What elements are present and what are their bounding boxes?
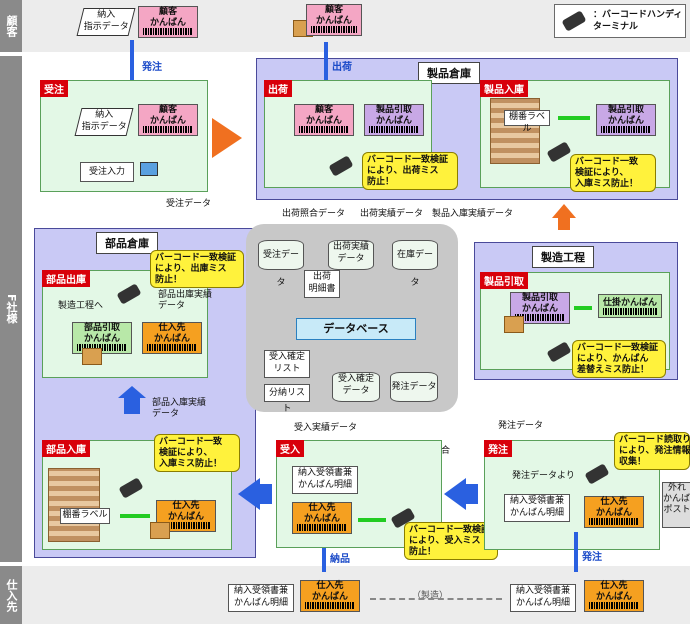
match-arrow xyxy=(120,514,150,518)
purchasing-supplier-kanban: 仕入先 かんばん xyxy=(584,496,644,528)
order-kanban: 顧客 かんばん xyxy=(138,104,198,136)
flow-arrow-blue-stem xyxy=(464,484,478,504)
barcode-terminal-icon xyxy=(561,10,587,32)
order-input: 受注入力 xyxy=(80,162,134,182)
supplier-kanban-right: 仕入先 かんばん xyxy=(584,580,644,612)
parts-inbound-data-label: 部品入庫実績 データ xyxy=(152,398,207,419)
order-data-label: 受注データ xyxy=(166,199,212,209)
sort-list: 分納リスト xyxy=(264,384,310,414)
delivery-arrow xyxy=(322,548,326,572)
order-arrow-label: 発注 xyxy=(142,62,162,73)
receiving-tag: 受入 xyxy=(276,440,304,457)
up-arrow-orange xyxy=(552,204,576,218)
parts-outbound-data-label: 部品出庫実績 データ xyxy=(158,290,213,311)
shipping-customer-kanban: 顧客 かんばん xyxy=(294,104,354,136)
database-title: データベース xyxy=(296,318,416,340)
purchasing-note: バーコード読取り により、発注情報 収集！ xyxy=(614,432,690,470)
flow-product-in: 製品入庫実績データ xyxy=(432,209,514,219)
package-icon xyxy=(504,316,524,333)
purchase-db: 発注データ xyxy=(390,372,438,402)
band-label-customer: 顧客 xyxy=(0,0,22,52)
parts-shelf-label: 棚番ラベル xyxy=(60,508,110,524)
flow-arrow-blue-stem xyxy=(258,484,272,504)
purchasing-from-data: 発注データより xyxy=(512,471,575,481)
legend: ：バーコードハンディ ターミナル xyxy=(554,4,686,38)
order-arrow xyxy=(130,40,134,84)
parts-inbound-note: バーコード一致 検証により、 入庫ミス防止！ xyxy=(154,434,240,472)
purchasing-tag: 発注 xyxy=(484,440,512,457)
ship-arrow-label: 出荷 xyxy=(332,62,352,73)
customer-kanban-top: 顧客 かんばん xyxy=(138,6,198,38)
up-arrow-orange-stem xyxy=(558,218,570,230)
parts-warehouse-title: 部品倉庫 xyxy=(96,232,158,254)
manufacture-label: （製造） xyxy=(412,591,449,601)
supplier-doc-right: 納入受領書兼 かんばん明細 xyxy=(510,584,576,612)
band-label-supplier: 仕入先 xyxy=(0,566,22,624)
receiving-supplier-kanban: 仕入先 かんばん xyxy=(292,502,352,534)
flow-purchase-data: 発注データ xyxy=(498,421,544,431)
shelf-image xyxy=(490,98,540,164)
band-label-company: F社様 xyxy=(0,56,22,562)
package-icon xyxy=(82,348,102,365)
ship-arrow xyxy=(324,42,328,82)
parts-outbound-supplier-kanban: 仕入先 かんばん xyxy=(142,322,202,354)
ship-detail: 出荷 明細書 xyxy=(304,270,340,298)
shipping-pick-kanban: 製品引取 かんばん xyxy=(364,104,424,136)
manufacture-arrow xyxy=(370,598,502,600)
parts-inbound-tag: 部品入庫 xyxy=(42,440,90,457)
match-arrow xyxy=(558,116,590,120)
flow-receipt-result: 受入実績データ xyxy=(294,423,358,433)
match-arrow xyxy=(358,518,386,522)
customer-order-data: 納入 指示データ xyxy=(76,8,136,36)
manufacturing-title: 製造工程 xyxy=(532,246,594,268)
product-receive-note: バーコード一致 検証により、 入庫ミス防止！ xyxy=(570,154,656,192)
shipping-tag: 出荷 xyxy=(264,80,292,97)
ship-db: 出荷実績 データ xyxy=(328,240,374,270)
parts-outbound-tag: 部品出庫 xyxy=(42,270,90,287)
product-receive-tag: 製品入庫 xyxy=(480,80,528,97)
order2-arrow xyxy=(574,532,578,572)
parts-outbound-note: バーコード一致検証 により、出庫ミス 防止！ xyxy=(150,250,244,288)
order-db: 受注データ xyxy=(258,240,304,288)
supplier-kanban-left: 仕入先 かんばん xyxy=(300,580,360,612)
up-arrow-blue-stem xyxy=(124,398,140,414)
product-receive-pick-kanban: 製品引取 かんばん xyxy=(596,104,656,136)
receiving-doc: 納入受領書兼 かんばん明細 xyxy=(292,466,358,494)
up-arrow-blue xyxy=(118,386,146,398)
kanban-post: 外れ かんばん ポスト xyxy=(662,482,690,528)
shipping-note: バーコード一致検証 により、出荷ミス 防止！ xyxy=(362,152,458,190)
order-receive-tag: 受注 xyxy=(40,80,68,97)
legend-text: ：バーコードハンディ ターミナル xyxy=(593,10,683,32)
customer-kanban-ship: 顧客 かんばん xyxy=(306,4,362,36)
to-manufacturing-label: 製造工程へ xyxy=(58,301,104,311)
receipt-db: 受入確定 データ xyxy=(332,372,380,402)
product-shelf-label: 棚番ラベル xyxy=(504,110,550,134)
purchasing-doc: 納入受領書兼 かんばん明細 xyxy=(504,494,570,522)
manufacturing-note: バーコード一致検証 により、かんばん 差替えミス防止！ xyxy=(572,340,666,378)
pc-icon xyxy=(140,162,158,176)
manufacturing-tag: 製品引取 xyxy=(480,272,528,289)
flow-arrow-right xyxy=(212,118,242,158)
shelf-image xyxy=(48,468,100,542)
parts-pick-kanban: 部品引取 かんばん xyxy=(72,322,132,354)
flow-ship-match: 出荷照合データ xyxy=(282,209,346,219)
flow-ship-result: 出荷実績データ xyxy=(360,209,424,219)
order2-arrow-label: 発注 xyxy=(582,552,602,563)
wip-kanban: 仕掛かんばん xyxy=(598,294,662,318)
stock-db: 在庫データ xyxy=(392,240,438,288)
receiving-note: バーコード一致検証 により、受入ミス 防止！ xyxy=(404,522,498,560)
flow-arrow-blue xyxy=(238,478,260,510)
match-arrow xyxy=(574,306,592,310)
flow-arrow-blue xyxy=(444,478,466,510)
supplier-doc-left: 納入受領書兼 かんばん明細 xyxy=(228,584,294,612)
receipt-list: 受入確定 リスト xyxy=(264,350,310,378)
order-data: 納入 指示データ xyxy=(74,108,134,136)
package-icon xyxy=(150,522,170,539)
product-warehouse-title: 製品倉庫 xyxy=(418,62,480,84)
delivery-arrow-label: 納品 xyxy=(330,554,350,565)
